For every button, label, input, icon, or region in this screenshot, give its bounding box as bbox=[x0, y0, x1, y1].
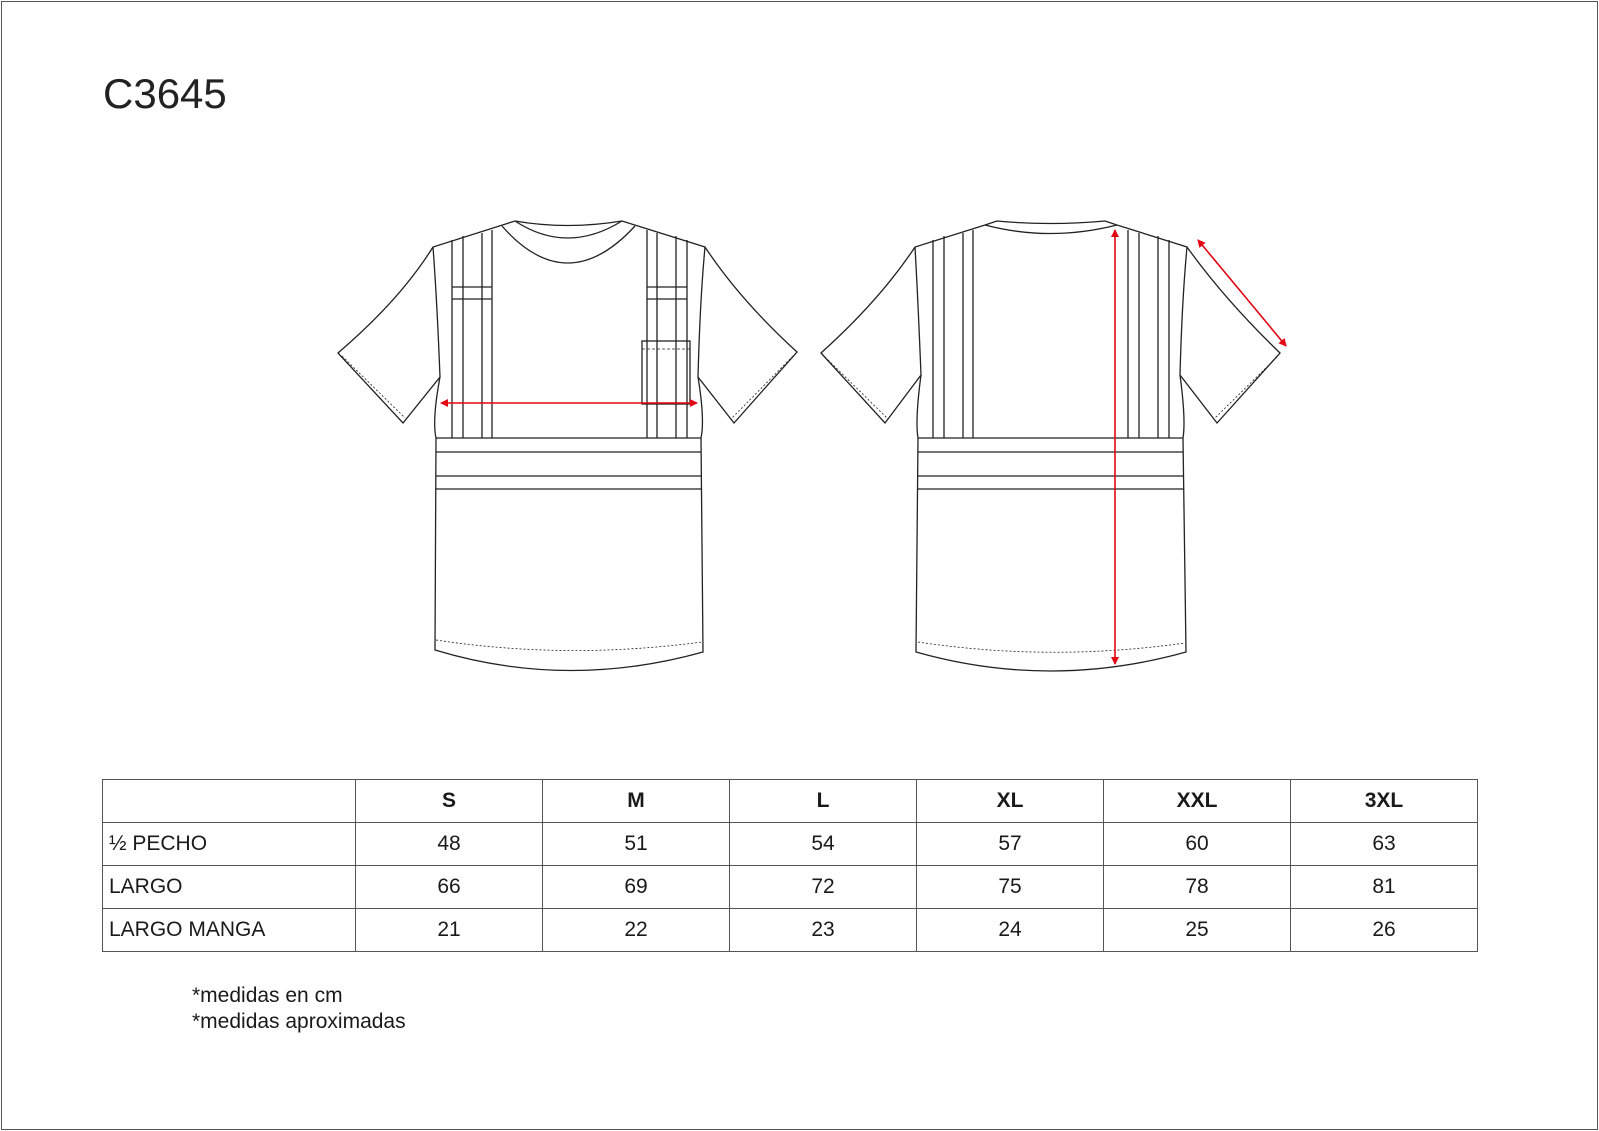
front-outline bbox=[337, 220, 798, 672]
cell: 21 bbox=[355, 908, 543, 952]
table-header-row: S M L XL XXL 3XL bbox=[102, 779, 1478, 823]
size-header: M bbox=[542, 779, 730, 823]
back-outline bbox=[820, 224, 1281, 672]
front-collar bbox=[501, 220, 636, 264]
front-cuff-stitch bbox=[341, 355, 794, 419]
row-label: ½ PECHO bbox=[102, 822, 356, 866]
cell: 26 bbox=[1290, 908, 1478, 952]
product-code-title: C3645 bbox=[103, 70, 227, 117]
front-view bbox=[337, 220, 798, 672]
table-row: ½ PECHO 48 51 54 57 60 63 bbox=[102, 822, 1478, 866]
cell: 75 bbox=[916, 865, 1104, 909]
size-header: S bbox=[355, 779, 543, 823]
note-approximate: *medidas aproximadas bbox=[192, 1010, 406, 1033]
cell: 81 bbox=[1290, 865, 1478, 909]
size-table: S M L XL XXL 3XL ½ PECHO 48 51 54 57 60 … bbox=[102, 779, 1478, 952]
cell: 69 bbox=[542, 865, 730, 909]
cell: 51 bbox=[542, 822, 730, 866]
cell: 22 bbox=[542, 908, 730, 952]
front-band bbox=[436, 437, 701, 490]
cell: 54 bbox=[729, 822, 917, 866]
chest-pocket bbox=[641, 340, 691, 405]
back-right-stripes bbox=[1127, 230, 1170, 438]
table-row: LARGO 66 69 72 75 78 81 bbox=[102, 865, 1478, 909]
front-right-stripes bbox=[646, 230, 688, 438]
cell: 78 bbox=[1103, 865, 1291, 909]
cell: 72 bbox=[729, 865, 917, 909]
cell: 66 bbox=[355, 865, 543, 909]
note-units: *medidas en cm bbox=[192, 984, 343, 1007]
cell: 23 bbox=[729, 908, 917, 952]
cell: 24 bbox=[916, 908, 1104, 952]
sleeve-measure-arrow bbox=[1197, 239, 1287, 347]
back-left-stripes bbox=[932, 230, 974, 438]
cell: 63 bbox=[1290, 822, 1478, 866]
back-cuff-stitch bbox=[824, 356, 1278, 419]
row-label: LARGO MANGA bbox=[102, 908, 356, 952]
cell: 60 bbox=[1103, 822, 1291, 866]
size-header: 3XL bbox=[1290, 779, 1478, 823]
table-row: LARGO MANGA 21 22 23 24 25 26 bbox=[102, 908, 1478, 952]
cell: 48 bbox=[355, 822, 543, 866]
size-header: XXL bbox=[1103, 779, 1291, 823]
size-header: XL bbox=[916, 779, 1104, 823]
row-label: LARGO bbox=[102, 865, 356, 909]
back-hem-stitch bbox=[917, 641, 1186, 653]
front-left-stripes bbox=[451, 230, 493, 438]
back-band bbox=[918, 437, 1183, 490]
back-collar bbox=[984, 220, 1118, 235]
cell: 57 bbox=[916, 822, 1104, 866]
header-empty-cell bbox=[102, 779, 356, 823]
size-header: L bbox=[729, 779, 917, 823]
cell: 25 bbox=[1103, 908, 1291, 952]
front-hem-stitch bbox=[435, 639, 703, 651]
notes: *medidas en cm *medidas aproximadas bbox=[192, 983, 406, 1035]
back-view bbox=[820, 220, 1287, 672]
